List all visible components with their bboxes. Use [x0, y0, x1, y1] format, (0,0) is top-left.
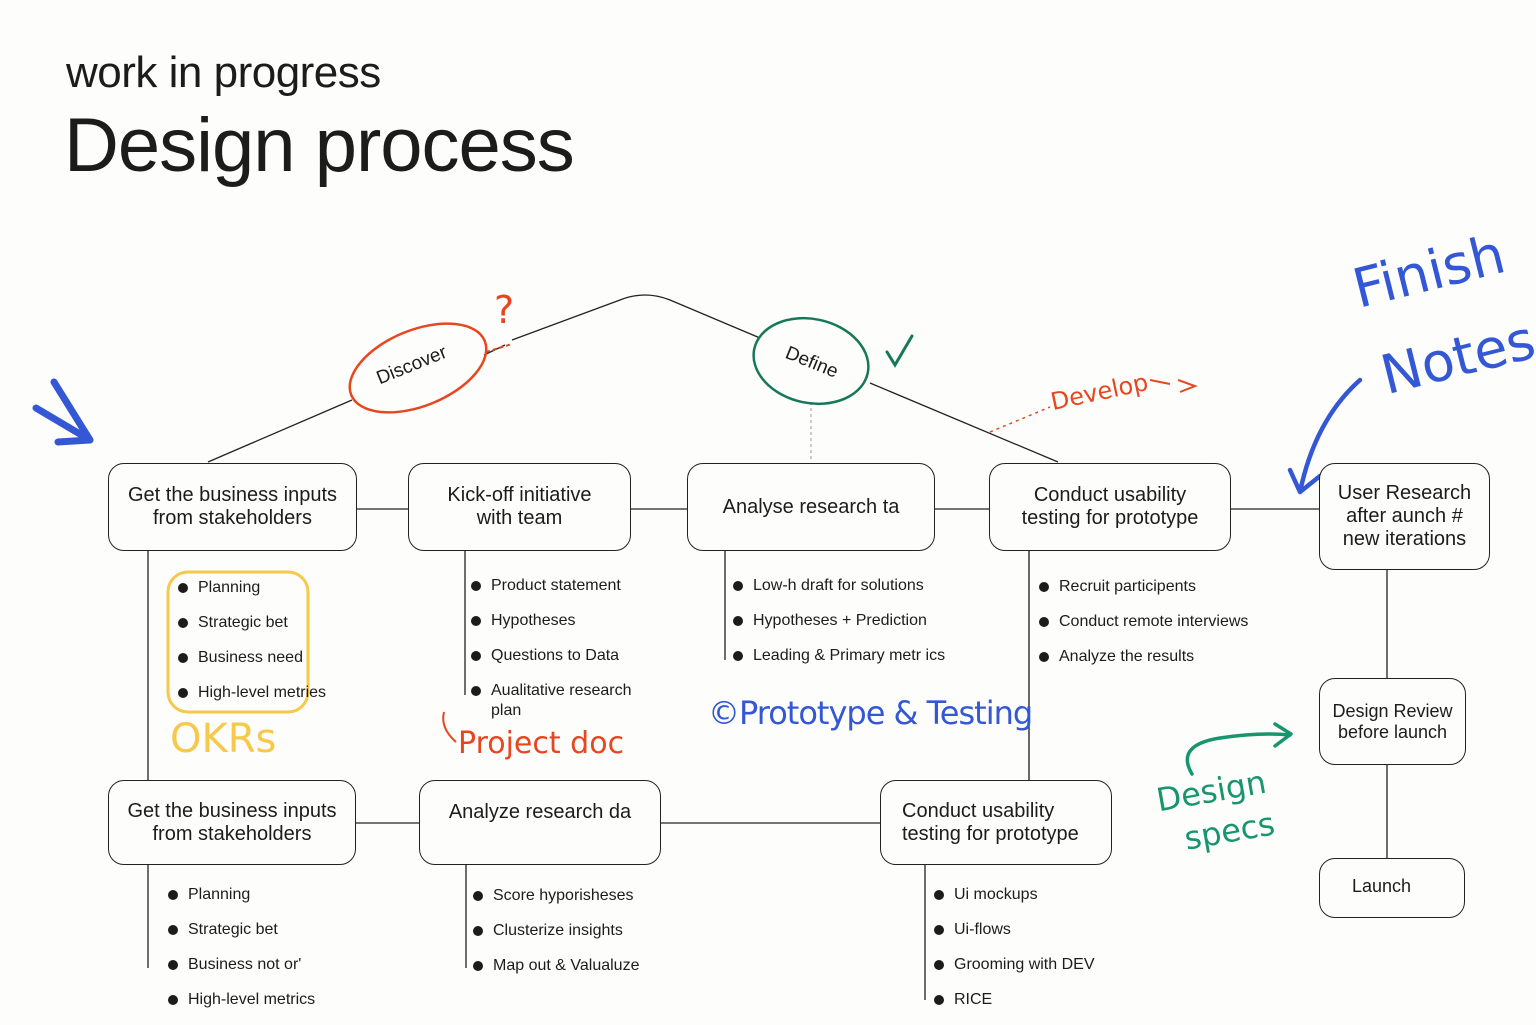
list-business-inputs: Planning Strategic bet Business need Hig… — [176, 578, 326, 718]
node-analyze-research-2[interactable]: Analyze research da — [419, 780, 661, 865]
node-launch[interactable]: Launch — [1319, 858, 1465, 918]
node-analyse-research[interactable]: Analyse research ta — [687, 463, 935, 551]
okrs-annotation: OKRs — [170, 716, 277, 762]
page-title: Design process — [64, 103, 575, 188]
list-item: RICE — [932, 990, 1095, 1025]
list-item: Grooming with DEV — [932, 955, 1095, 990]
define-check-icon — [885, 334, 914, 368]
okrs-highlight — [166, 570, 310, 714]
discover-outline — [348, 322, 488, 414]
list-item: Business not or' — [166, 955, 315, 990]
list-item: Recruit participents — [1037, 577, 1248, 612]
node-business-inputs-2[interactable]: Get the business inputs from stakeholder… — [108, 780, 356, 865]
list-item: Map out & Valualuze — [471, 956, 639, 991]
list-item: Ui mockups — [932, 885, 1095, 920]
define-outline — [752, 316, 870, 406]
node-business-inputs[interactable]: Get the business inputs from stakeholder… — [108, 463, 357, 551]
develop-dotted-line — [989, 406, 1051, 433]
design-specs-arrow-icon — [1185, 722, 1293, 776]
list-item: High-level metrics — [166, 990, 315, 1025]
list-kickoff: Product statement Hypotheses Questions t… — [469, 576, 632, 719]
prototype-testing-annotation: ©Prototype & Testing — [708, 694, 1033, 732]
node-kickoff[interactable]: Kick-off initiative with team — [408, 463, 631, 551]
list-item: Business need — [176, 648, 326, 683]
list-usability-testing-2: Ui mockups Ui-flows Grooming with DEV RI… — [932, 885, 1095, 1025]
list-item: High-level metries — [176, 683, 326, 718]
entry-arrow-icon — [32, 378, 94, 446]
list-item: Strategic bet — [176, 613, 326, 648]
list-item: Ui-flows — [932, 920, 1095, 955]
roof-line — [207, 294, 1059, 463]
question-mark-icon: ? — [494, 288, 515, 332]
list-item: Leading & Primary metr ics — [731, 646, 945, 681]
node-usability-testing[interactable]: Conduct usability testing for prototype — [989, 463, 1231, 551]
list-item: Score hyporisheses — [471, 886, 639, 921]
list-usability-testing: Recruit participents Conduct remote inte… — [1037, 577, 1248, 682]
list-item: Questions to Data — [469, 646, 632, 681]
list-item: Planning — [176, 578, 326, 613]
develop-arrow-icon — [1149, 379, 1198, 393]
subtitle: work in progress — [66, 48, 381, 97]
list-analyze-research-2: Score hyporisheses Clusterize insights M… — [471, 886, 639, 991]
project-doc-bracket — [442, 711, 457, 743]
list-item: Product statement — [469, 576, 632, 611]
list-item: Hypotheses + Prediction — [731, 611, 945, 646]
list-item: Strategic bet — [166, 920, 315, 955]
list-item: Conduct remote interviews — [1037, 612, 1248, 647]
list-item: Planning — [166, 885, 315, 920]
node-usability-testing-2[interactable]: Conduct usability testing for prototype — [880, 780, 1112, 865]
list-item: Hypotheses — [469, 611, 632, 646]
list-item: Aualitative research plan — [469, 681, 632, 719]
list-item: Analyze the results — [1037, 647, 1248, 682]
list-analyse-research: Low-h draft for solutions Hypotheses + P… — [731, 576, 945, 681]
list-item: Clusterize insights — [471, 921, 639, 956]
project-doc-annotation: Project doc — [458, 726, 625, 761]
discover-dash — [485, 343, 513, 353]
finish-notes-arrow-icon — [1287, 377, 1363, 495]
node-user-research[interactable]: User Research after aunch # new iteratio… — [1319, 463, 1490, 570]
node-design-review[interactable]: Design Review before launch — [1319, 678, 1466, 765]
list-business-inputs-2: Planning Strategic bet Business not or' … — [166, 885, 315, 1025]
list-item: Low-h draft for solutions — [731, 576, 945, 611]
